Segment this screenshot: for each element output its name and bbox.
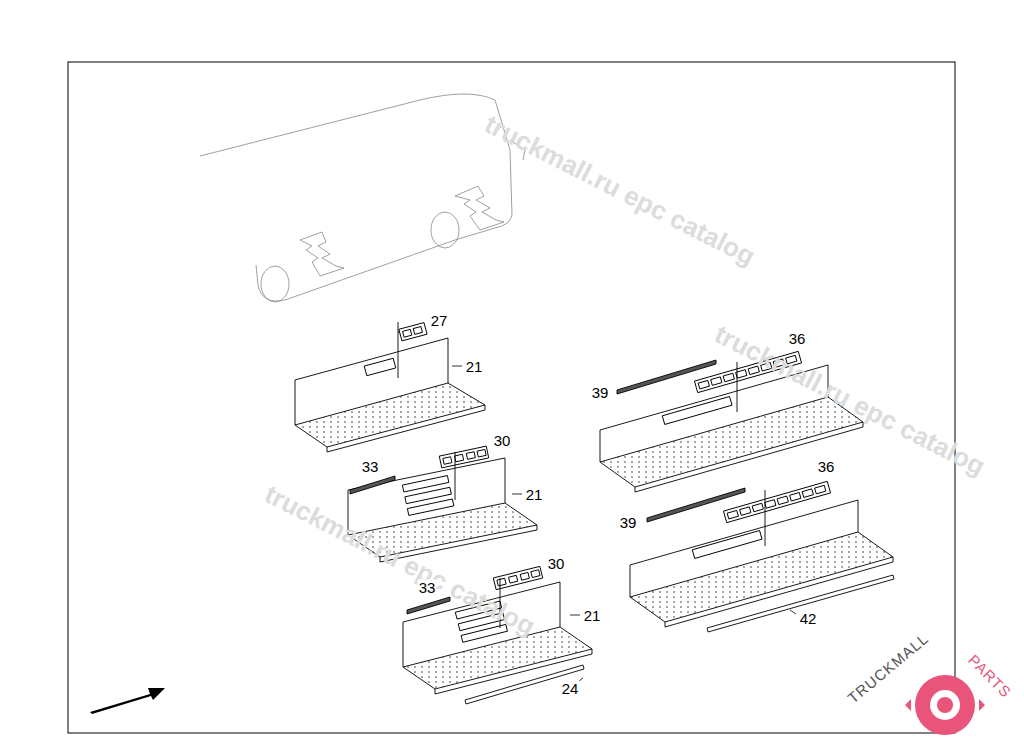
- callout-number: 21: [465, 359, 484, 374]
- callout-number: 30: [493, 433, 512, 448]
- logo-text: PARTS: [966, 652, 1015, 701]
- callout-number: 33: [361, 459, 380, 474]
- callout-number: 24: [561, 681, 580, 696]
- callout-number: 30: [547, 556, 566, 571]
- callout-number: 36: [817, 459, 836, 474]
- watermark: truckmall.ru epc catalog: [481, 111, 759, 270]
- callout-number: 39: [619, 515, 638, 530]
- callout-number: 36: [788, 331, 807, 346]
- callout-number: 21: [525, 487, 544, 502]
- callout-number: 21: [583, 608, 602, 623]
- watermark: truckmall.ru epc catalog: [711, 321, 989, 480]
- callout-number: 39: [591, 385, 610, 400]
- callout-number: 27: [430, 313, 449, 328]
- callout-number: 42: [799, 611, 818, 626]
- callout-number: 33: [418, 580, 437, 595]
